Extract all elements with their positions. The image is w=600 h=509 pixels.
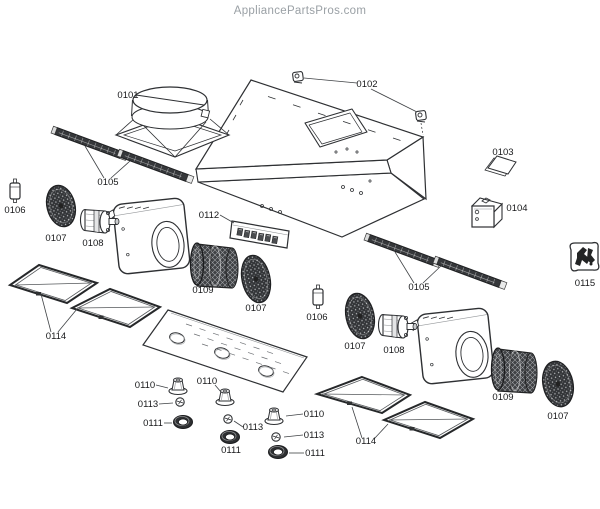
part-capacitor-left xyxy=(9,178,21,203)
callout-line xyxy=(233,420,244,428)
part-hood-body xyxy=(194,79,427,238)
part-blower-wheel-right xyxy=(490,347,538,394)
part-blower-housing-left xyxy=(105,197,191,275)
part-grease-filter-c xyxy=(313,375,413,415)
part-spec-plate xyxy=(484,155,517,177)
part-label-0114-right[interactable]: 0114 xyxy=(356,436,376,447)
part-label-0114-left[interactable]: 0114 xyxy=(46,331,66,342)
part-bottom-panel xyxy=(142,309,308,393)
callout-line xyxy=(422,264,443,284)
part-filter-rail-right-a xyxy=(363,232,442,268)
callout-line xyxy=(158,402,174,405)
part-fan-disc-far-right xyxy=(541,360,575,408)
part-label-0113-a[interactable]: 0113 xyxy=(138,399,158,410)
part-warning-label xyxy=(569,241,600,272)
part-fan-motor-right xyxy=(377,313,418,339)
callout-line xyxy=(285,413,304,417)
part-label-0112[interactable]: 0112 xyxy=(199,210,219,221)
part-label-0111-c[interactable]: 0111 xyxy=(305,448,325,459)
part-lamp-socket-b xyxy=(215,388,235,407)
callout-line xyxy=(214,384,222,393)
part-control-panel xyxy=(229,220,290,249)
part-label-0107-right[interactable]: 0107 xyxy=(344,341,365,352)
callout-line xyxy=(351,406,363,439)
part-label-0109-right[interactable]: 0109 xyxy=(492,392,513,403)
part-lamp-nut-c xyxy=(271,432,281,442)
part-label-0105-left[interactable]: 0105 xyxy=(97,177,118,188)
part-lamp-socket-c xyxy=(264,407,284,426)
part-mounting-bracket-right xyxy=(415,110,427,123)
part-lamp-nut-a xyxy=(175,397,185,407)
callout-line xyxy=(110,160,131,179)
part-label-0113-b[interactable]: 0113 xyxy=(243,422,263,433)
part-grease-filter-d xyxy=(381,400,476,440)
part-fan-disc-left xyxy=(45,184,77,228)
part-label-0104[interactable]: 0104 xyxy=(506,203,527,214)
callout-line xyxy=(303,77,358,84)
part-mounting-bracket-left xyxy=(292,71,304,84)
part-lamp-trim-ring-a xyxy=(173,415,193,429)
part-lamp-socket-a xyxy=(168,377,188,396)
part-label-0105-right[interactable]: 0105 xyxy=(408,282,429,293)
site-watermark: AppliancePartsPros.com xyxy=(233,5,367,17)
part-label-0109-left[interactable]: 0109 xyxy=(192,285,213,296)
part-filter-rail-left-b xyxy=(116,148,195,184)
part-label-0111-b[interactable]: 0111 xyxy=(221,445,241,456)
callout-line xyxy=(283,434,304,438)
part-fan-motor-left xyxy=(79,208,120,234)
part-label-0106-right[interactable]: 0106 xyxy=(306,312,327,323)
part-label-0113-c[interactable]: 0113 xyxy=(304,430,324,441)
part-label-0103[interactable]: 0103 xyxy=(492,147,513,158)
part-label-0108-left[interactable]: 0108 xyxy=(82,238,103,249)
part-blower-wheel-left xyxy=(189,242,239,289)
part-grease-filter-b xyxy=(69,287,163,329)
part-junction-box xyxy=(470,197,504,229)
part-fan-disc-center xyxy=(240,254,272,304)
callout-line xyxy=(394,251,415,284)
part-fan-disc-right xyxy=(344,292,376,340)
part-filter-rail-right-b xyxy=(432,255,508,290)
part-label-0107-far-right[interactable]: 0107 xyxy=(547,411,568,422)
part-label-0107-center[interactable]: 0107 xyxy=(245,303,266,314)
callout-line xyxy=(40,293,52,333)
callout-line xyxy=(373,423,389,440)
part-label-0111-a[interactable]: 0111 xyxy=(143,418,163,429)
callout-line xyxy=(84,145,105,179)
part-label-0101[interactable]: 0101 xyxy=(117,90,138,101)
part-label-0115[interactable]: 0115 xyxy=(575,278,595,289)
part-blower-housing-right xyxy=(409,307,495,385)
callout-line xyxy=(57,308,78,333)
part-label-0107-left[interactable]: 0107 xyxy=(45,233,66,244)
callout-line xyxy=(219,214,235,224)
part-filter-rail-left-a xyxy=(50,125,129,161)
part-label-0106-left[interactable]: 0106 xyxy=(4,205,25,216)
callout-line xyxy=(370,88,418,113)
part-label-0102[interactable]: 0102 xyxy=(356,79,377,90)
part-label-0108-right[interactable]: 0108 xyxy=(383,345,404,356)
part-lamp-trim-ring-c xyxy=(268,445,288,459)
part-grease-filter-a xyxy=(7,263,100,305)
part-label-0110-c[interactable]: 0110 xyxy=(304,409,324,420)
part-duct-damper xyxy=(114,86,231,158)
callout-line xyxy=(155,384,169,389)
part-lamp-trim-ring-b xyxy=(220,430,240,444)
part-capacitor-right xyxy=(312,284,324,309)
part-lamp-nut-b xyxy=(223,414,233,424)
part-label-0110-a[interactable]: 0110 xyxy=(135,380,155,391)
part-label-0110-b[interactable]: 0110 xyxy=(197,376,217,387)
